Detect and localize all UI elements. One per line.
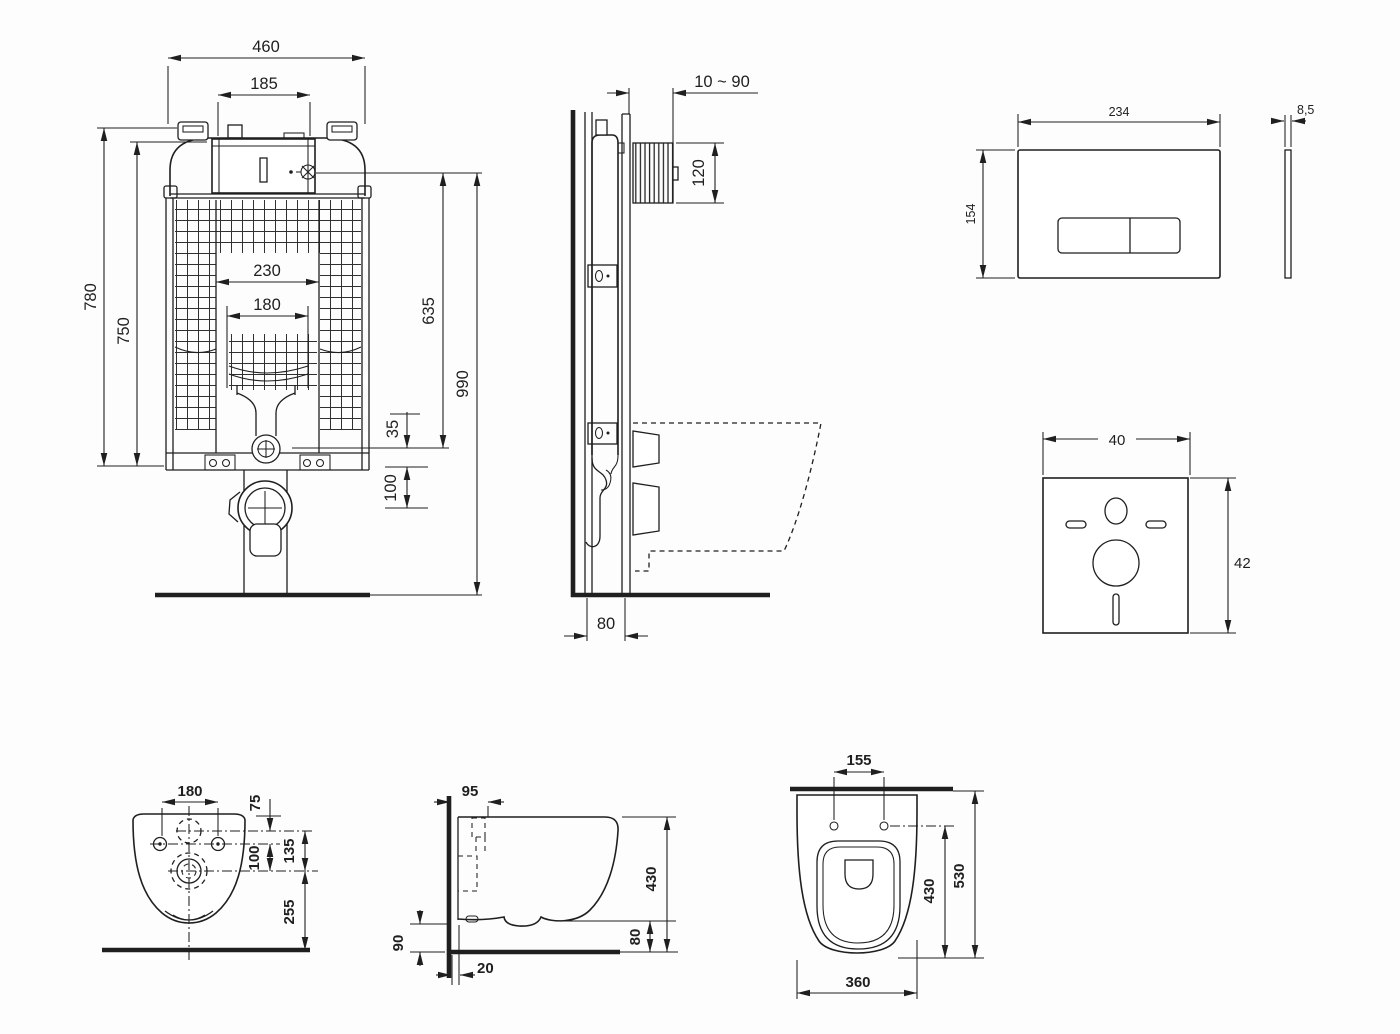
dim-underside-clearance: 80 bbox=[627, 929, 644, 946]
dim-top-hole-spacing: 155 bbox=[846, 752, 871, 769]
dimensions-front: 460 185 780 750 230 180 635 990 35 100 bbox=[82, 38, 481, 595]
dim-total-length: 530 bbox=[951, 863, 968, 888]
hidden-connections bbox=[458, 817, 486, 923]
dim-drain-offset: 100 bbox=[382, 474, 400, 502]
flush-buttons bbox=[1057, 217, 1181, 254]
drain-and-foot bbox=[204, 454, 331, 595]
dim-total-height: 990 bbox=[454, 370, 472, 398]
dimensions-plate: 234 154 8,5 bbox=[964, 103, 1314, 279]
sound-mat-view: 40 42 bbox=[1042, 432, 1251, 634]
level-indicator-icon bbox=[594, 269, 610, 283]
dim-mat-width: 40 bbox=[1109, 432, 1126, 449]
bowl-side-outline bbox=[457, 816, 619, 927]
cistern-tank bbox=[163, 121, 372, 199]
dim-pipe-width: 180 bbox=[253, 296, 281, 314]
dimensions-rear: 180 75 100 135 255 bbox=[161, 783, 309, 950]
dim-mat-height: 42 bbox=[1234, 555, 1251, 572]
bowl-rim bbox=[816, 840, 901, 950]
frame-profile bbox=[584, 112, 631, 593]
dim-inlet-to-outlet: 135 bbox=[281, 838, 298, 863]
dimensions-side: 10 ~ 90 120 80 bbox=[564, 73, 758, 641]
dim-top-to-inlet: 75 bbox=[247, 795, 264, 812]
dim-outlet-to-floor: 255 bbox=[281, 899, 298, 924]
dim-opening-width: 185 bbox=[250, 75, 278, 93]
level-indicator-icon bbox=[594, 426, 610, 440]
styrofoam-mesh bbox=[175, 200, 361, 430]
flush-ledge bbox=[844, 859, 874, 890]
cistern-side-view: 10 ~ 90 120 80 bbox=[564, 73, 822, 641]
dim-frame-width: 460 bbox=[252, 38, 280, 56]
mounting-bolts bbox=[632, 430, 660, 536]
dim-outlet-height: 635 bbox=[420, 297, 438, 325]
dim-wall-gap: 20 bbox=[477, 960, 494, 977]
dim-inlet-height: 120 bbox=[690, 159, 708, 187]
dimensions-bowl-side: 95 430 80 90 20 bbox=[390, 783, 676, 985]
fill-valve-icon bbox=[289, 164, 316, 180]
flush-plate-view: 234 154 8,5 bbox=[964, 103, 1314, 279]
dim-underside-height: 90 bbox=[390, 935, 407, 952]
dim-frame-height: 780 bbox=[82, 283, 100, 311]
seat-holes bbox=[829, 821, 889, 831]
dim-plate-width: 234 bbox=[1109, 105, 1130, 119]
flush-channel bbox=[174, 200, 362, 464]
dim-plate-height: 154 bbox=[964, 204, 978, 225]
flush-plate-body bbox=[1017, 149, 1221, 279]
bowl-dashed-outline bbox=[633, 422, 822, 572]
dim-plate-thickness: 8,5 bbox=[1297, 103, 1314, 117]
bowl-top-view: 155 530 430 360 bbox=[790, 752, 984, 999]
dimensions-mat: 40 42 bbox=[1042, 432, 1251, 634]
dim-inner-length: 430 bbox=[921, 878, 938, 903]
dim-outlet-offset: 35 bbox=[384, 420, 402, 438]
dim-rear-hole-spacing: 180 bbox=[177, 783, 202, 800]
bowl-top-outline bbox=[796, 794, 918, 954]
dim-inlet-depth: 95 bbox=[462, 783, 479, 800]
cistern-front-view: 460 185 780 750 230 180 635 990 35 100 bbox=[82, 38, 482, 598]
dim-channel-width: 230 bbox=[253, 262, 281, 280]
dim-bowl-width: 360 bbox=[845, 974, 870, 991]
flush-plate-side-profile bbox=[1284, 149, 1292, 279]
frame-rails bbox=[165, 193, 370, 471]
sound-mat-body bbox=[1042, 477, 1189, 634]
dim-rim-height: 430 bbox=[643, 866, 660, 891]
centerlines-rear bbox=[150, 806, 318, 960]
inlet-corrugation bbox=[632, 142, 679, 204]
bowl-side-view: 95 430 80 90 20 bbox=[390, 783, 678, 985]
sound-mat-cutouts bbox=[1065, 497, 1167, 626]
dim-holes-to-outlet: 100 bbox=[246, 845, 263, 870]
dim-inner-height: 750 bbox=[115, 317, 133, 345]
dimensions-bowl-top: 155 530 430 360 bbox=[796, 752, 979, 999]
dim-inlet-adjust-range: 10 ~ 90 bbox=[694, 73, 750, 91]
dim-frame-depth: 80 bbox=[597, 615, 615, 633]
bowl-rear-view: 180 75 100 135 255 bbox=[102, 783, 318, 960]
